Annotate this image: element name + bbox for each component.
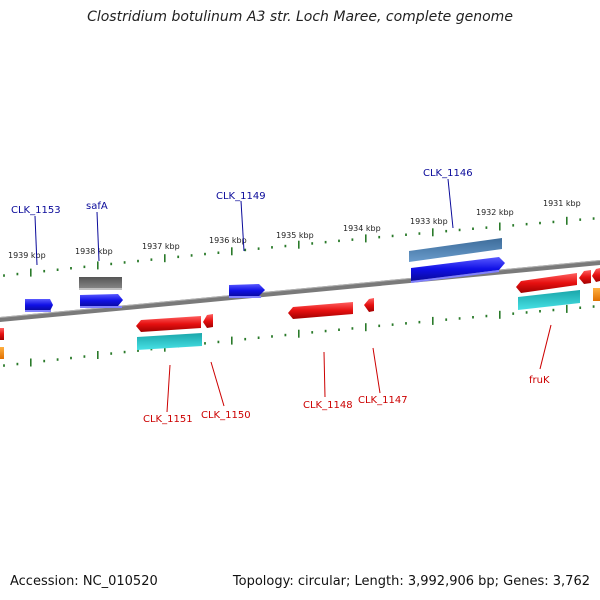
gene-label-clk-1147[interactable]: CLK_1147	[358, 395, 408, 406]
tick-label: 1933 kbp	[410, 217, 448, 226]
tick-label: 1934 kbp	[343, 224, 381, 233]
gene-label-clk-1150[interactable]: CLK_1150	[201, 410, 251, 421]
accession-text: Accession: NC_010520	[10, 574, 158, 589]
tick-label: 1935 kbp	[276, 231, 314, 240]
gene-clk-1148[interactable]	[288, 302, 353, 319]
tick-label: 1932 kbp	[476, 208, 514, 217]
genome-stats-text: Topology: circular; Length: 3,992,906 bp…	[232, 574, 590, 589]
genome-backbone	[0, 259, 600, 323]
tick-label: 1938 kbp	[75, 247, 113, 256]
reverse-gene-labels: CLK_1151 CLK_1150 CLK_1148 CLK_1147 fruK	[143, 324, 552, 425]
gene-label-clk-1151[interactable]: CLK_1151	[143, 414, 193, 425]
gene-edge-right-orange[interactable]	[593, 288, 600, 301]
outer-tick-track	[3, 216, 595, 277]
tick-label: 1939 kbp	[8, 251, 46, 260]
gene-clk-1151[interactable]	[136, 316, 201, 332]
genome-title: Clostridium botulinum A3 str. Loch Maree…	[87, 9, 513, 25]
gene-fruk-rna[interactable]	[518, 290, 580, 310]
gene-safa-pseudo[interactable]	[79, 277, 122, 290]
gene-label-clk-1153[interactable]: CLK_1153	[11, 205, 61, 216]
gene-clk-1151-small[interactable]	[203, 314, 213, 328]
forward-gene-labels: CLK_1153 safA CLK_1149 CLK_1146	[11, 168, 473, 266]
forward-genes	[25, 238, 505, 312]
gene-clk-1153[interactable]	[25, 299, 53, 312]
tick-label: 1931 kbp	[543, 199, 581, 208]
gene-clk-1146-rna[interactable]	[409, 238, 502, 262]
gene-label-fruk[interactable]: fruK	[529, 375, 550, 386]
gene-edge-left[interactable]	[0, 328, 4, 359]
tick-label: 1937 kbp	[142, 242, 180, 251]
gene-clk-1149[interactable]	[229, 284, 265, 298]
tick-labels: 1939 kbp 1938 kbp 1937 kbp 1936 kbp 1935…	[8, 199, 581, 260]
gene-label-clk-1146[interactable]: CLK_1146	[423, 168, 473, 179]
gene-fruk[interactable]	[516, 273, 577, 293]
gene-label-safa[interactable]: safA	[86, 201, 108, 212]
tick-label: 1936 kbp	[209, 236, 247, 245]
gene-clk-1146[interactable]	[411, 257, 505, 283]
reverse-genes	[0, 268, 600, 359]
gene-fruk-small[interactable]	[579, 268, 600, 284]
gene-label-clk-1149[interactable]: CLK_1149	[216, 191, 266, 202]
gene-clk-1147[interactable]	[364, 298, 374, 312]
gene-safa[interactable]	[80, 294, 123, 308]
gene-clk-1151-rna[interactable]	[137, 333, 202, 350]
gene-label-clk-1148[interactable]: CLK_1148	[303, 400, 353, 411]
